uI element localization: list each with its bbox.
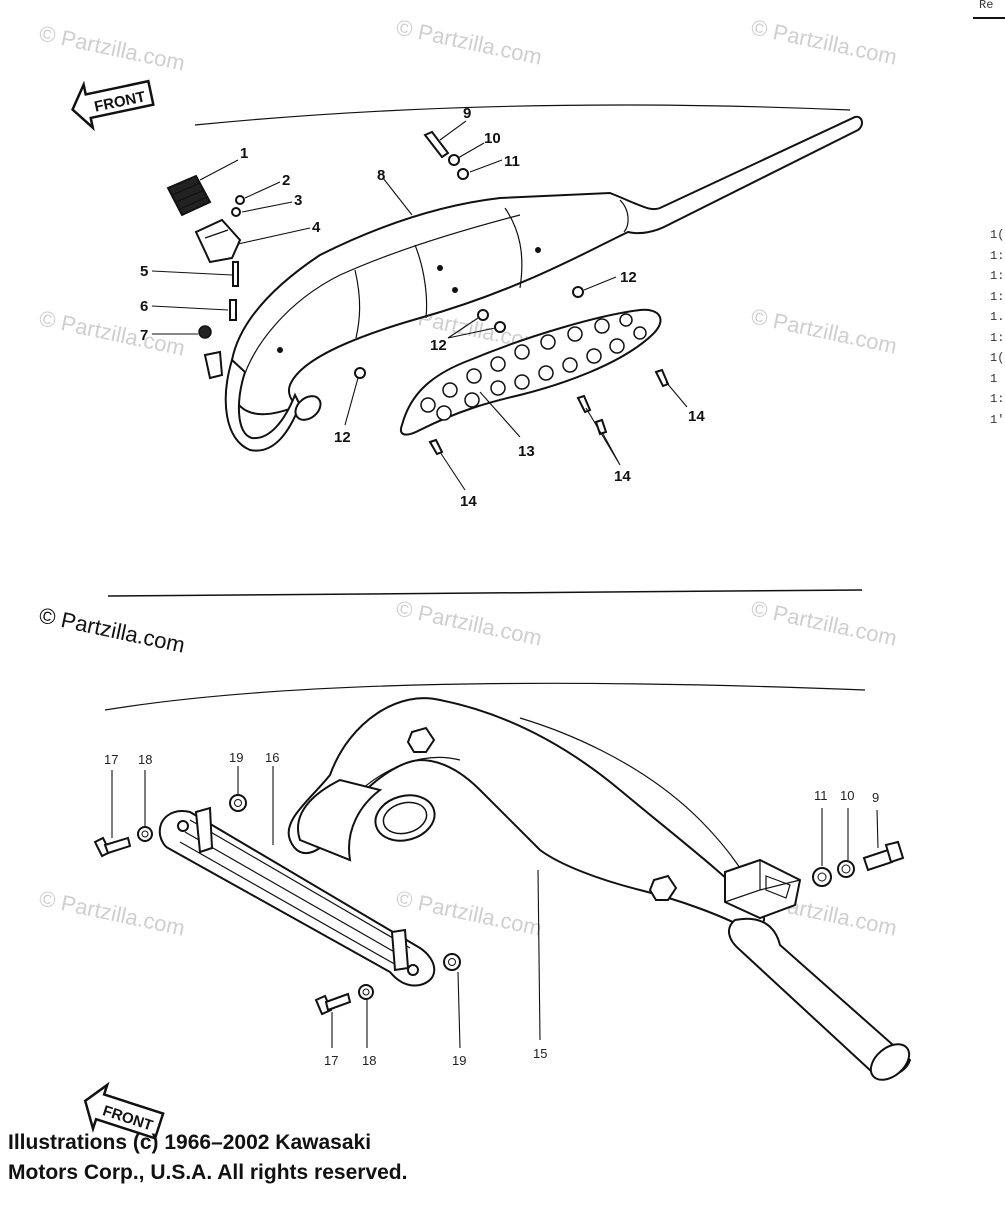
leader-lines-bottom (111, 766, 879, 1049)
watermark: © Partzilla.com (749, 303, 899, 358)
callout-8: 8 (377, 167, 385, 184)
callout-12: 12 (430, 337, 447, 354)
side-column-row: 1( (990, 351, 1004, 365)
callout-11: 11 (814, 788, 828, 803)
watermark: © Partzilla.com (394, 14, 544, 69)
side-column-row: 1: (990, 249, 1004, 263)
callout-9: 9 (463, 105, 471, 122)
callout-7: 7 (140, 327, 148, 344)
callout-16: 16 (265, 750, 279, 765)
callout-18: 18 (362, 1053, 376, 1068)
callout-14: 14 (460, 493, 477, 510)
side-column-row: 1: (990, 269, 1004, 283)
copyright-notice: Illustrations (c) 1966–2002 Kawasaki Mot… (8, 1128, 407, 1188)
side-column-row: 1: (990, 290, 1004, 304)
callout-13: 13 (518, 443, 535, 460)
callout-10: 10 (840, 788, 854, 803)
watermark: © Partzilla.com (394, 595, 544, 650)
watermarks: © Partzilla.com © Partzilla.com © Partzi… (37, 14, 899, 940)
callout-15: 15 (533, 1046, 547, 1061)
callout-11: 11 (504, 153, 520, 170)
callout-14: 14 (614, 468, 631, 485)
hardware-parts (198, 130, 670, 456)
side-column-row: 1 (990, 372, 997, 386)
top-callouts: 1 2 3 4 5 6 7 8 9 10 11 12 12 12 13 14 1… (140, 105, 705, 510)
callout-19: 19 (229, 750, 243, 765)
side-column-row: 1: (990, 392, 1004, 406)
callout-4: 4 (312, 219, 321, 236)
callout-19: 19 (452, 1053, 466, 1068)
expansion-chamber (287, 697, 912, 1081)
watermark: © Partzilla.com (749, 14, 899, 69)
side-parts-column: Re 1( 1: 1: 1: 1. 1: 1( 1 1: 1' (973, 0, 1005, 427)
copyright-line: Illustrations (c) 1966–2002 Kawasaki (8, 1131, 372, 1154)
callout-1: 1 (240, 145, 248, 162)
watermark-strong: © Partzilla.com (37, 602, 187, 657)
callout-9: 9 (872, 790, 879, 805)
callout-6: 6 (140, 298, 148, 315)
callout-14: 14 (688, 408, 705, 425)
front-arrow-icon: FRONT (71, 79, 155, 132)
watermark: © Partzilla.com (394, 885, 544, 940)
callout-17: 17 (104, 752, 118, 767)
heat-shield-part (158, 806, 436, 987)
top-exhaust-diagram: FRONT (71, 79, 863, 510)
rubber-cap-part (166, 174, 212, 217)
bottom-exhaust-diagram: 17 18 19 16 11 10 9 17 18 19 15 FRONT (83, 682, 912, 1140)
frame-outline (194, 104, 851, 126)
heat-guard-part (400, 308, 662, 436)
exhaust-pipe (203, 115, 863, 452)
leader-lines (151, 120, 688, 491)
callout-10: 10 (484, 130, 501, 147)
callout-17: 17 (324, 1053, 338, 1068)
watermark: © Partzilla.com (37, 20, 187, 75)
callout-18: 18 (138, 752, 152, 767)
side-column-row: 1: (990, 331, 1004, 345)
side-column-header: Re (979, 0, 993, 12)
callout-2: 2 (282, 172, 290, 189)
mount-bracket-part (194, 218, 242, 264)
callout-5: 5 (140, 263, 148, 280)
side-column-row: 1. (990, 310, 1004, 324)
section-divider (107, 589, 863, 597)
watermark: © Partzilla.com (37, 305, 187, 360)
bottom-callouts: 17 18 19 16 11 10 9 17 18 19 15 (104, 750, 879, 1068)
copyright-line: Motors Corp., U.S.A. All rights reserved… (8, 1161, 408, 1184)
frame-outline (104, 682, 866, 711)
front-arrow-icon: FRONT (83, 1081, 165, 1140)
side-column-row: 1( (990, 228, 1004, 242)
callout-12: 12 (334, 429, 351, 446)
hardware-parts-bottom (93, 794, 905, 1016)
watermark: © Partzilla.com (749, 595, 899, 650)
side-column-row: 1' (990, 413, 1004, 427)
watermark: © Partzilla.com (37, 885, 187, 940)
callout-3: 3 (294, 192, 302, 209)
callout-12: 12 (620, 269, 637, 286)
